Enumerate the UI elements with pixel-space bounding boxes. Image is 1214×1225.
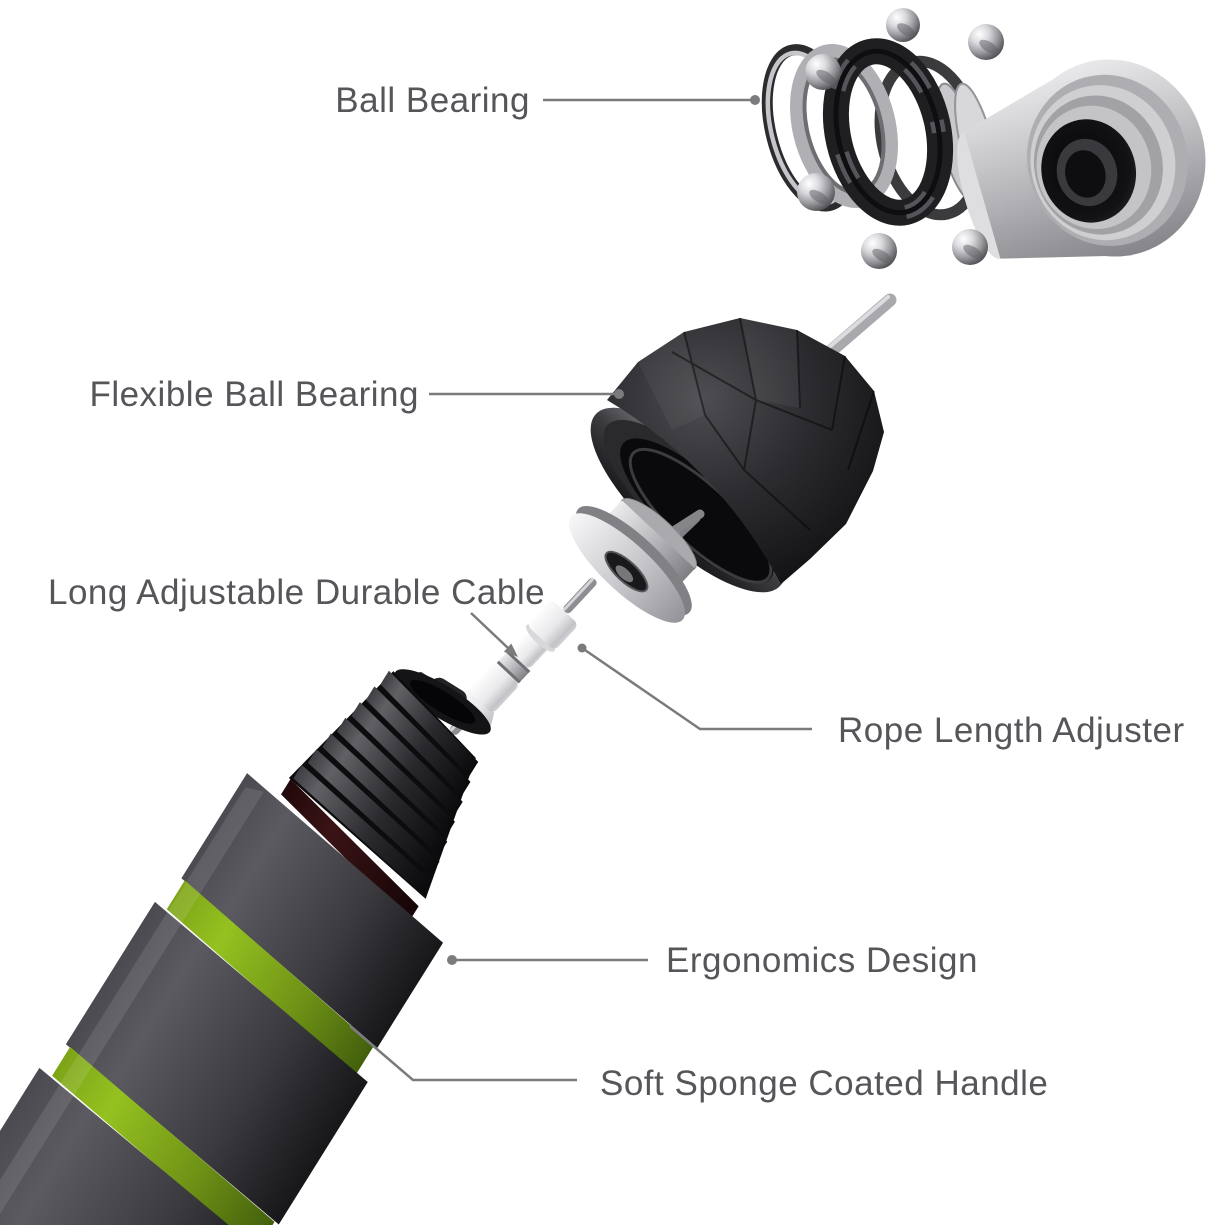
steel-ball	[797, 173, 835, 211]
steel-ball	[805, 54, 841, 90]
leader-flexible-ball-bearing	[429, 389, 624, 399]
label-ergonomics-design: Ergonomics Design	[666, 941, 978, 980]
label-flexible-ball-bearing: Flexible Ball Bearing	[89, 375, 419, 414]
leader-long-adjustable-durable-cable	[470, 612, 518, 657]
steel-ball	[861, 233, 897, 269]
leader-ergonomics-design	[447, 955, 648, 965]
label-rope-length-adjuster: Rope Length Adjuster	[838, 711, 1185, 750]
leader-lines	[349, 95, 812, 1082]
flexible-ball-bearing-cap	[590, 293, 897, 593]
leader-rope-length-adjuster	[577, 643, 812, 731]
maroon-ring	[281, 779, 419, 922]
labels: Ball Bearing Flexible Ball Bearing Long …	[48, 81, 1185, 1103]
green-ring-1	[166, 880, 374, 1075]
thread-ridges	[293, 670, 479, 896]
washer-spool	[569, 498, 705, 623]
steel-balls	[797, 8, 1004, 269]
steel-ball	[886, 8, 920, 42]
collar-section	[181, 773, 444, 1048]
green-ring-2	[52, 1046, 275, 1225]
leader-ball-bearing	[543, 95, 760, 105]
label-long-adjustable-durable-cable: Long Adjustable Durable Cable	[48, 573, 545, 612]
handle-highlight	[0, 787, 264, 1225]
handle	[0, 669, 491, 1225]
cap-dome	[607, 317, 884, 584]
bearing-metal-cup	[957, 59, 1206, 259]
sponge-section-1	[65, 901, 368, 1225]
ball-bearing-assembly	[761, 8, 1206, 269]
leader-soft-sponge-coated-handle	[349, 1025, 577, 1082]
bearing-cage-ring	[822, 38, 954, 226]
thread-top-bore	[409, 680, 476, 724]
label-soft-sponge-coated-handle: Soft Sponge Coated Handle	[600, 1064, 1048, 1103]
label-ball-bearing: Ball Bearing	[335, 81, 530, 120]
steel-ball	[952, 229, 988, 265]
steel-ball	[968, 24, 1004, 60]
